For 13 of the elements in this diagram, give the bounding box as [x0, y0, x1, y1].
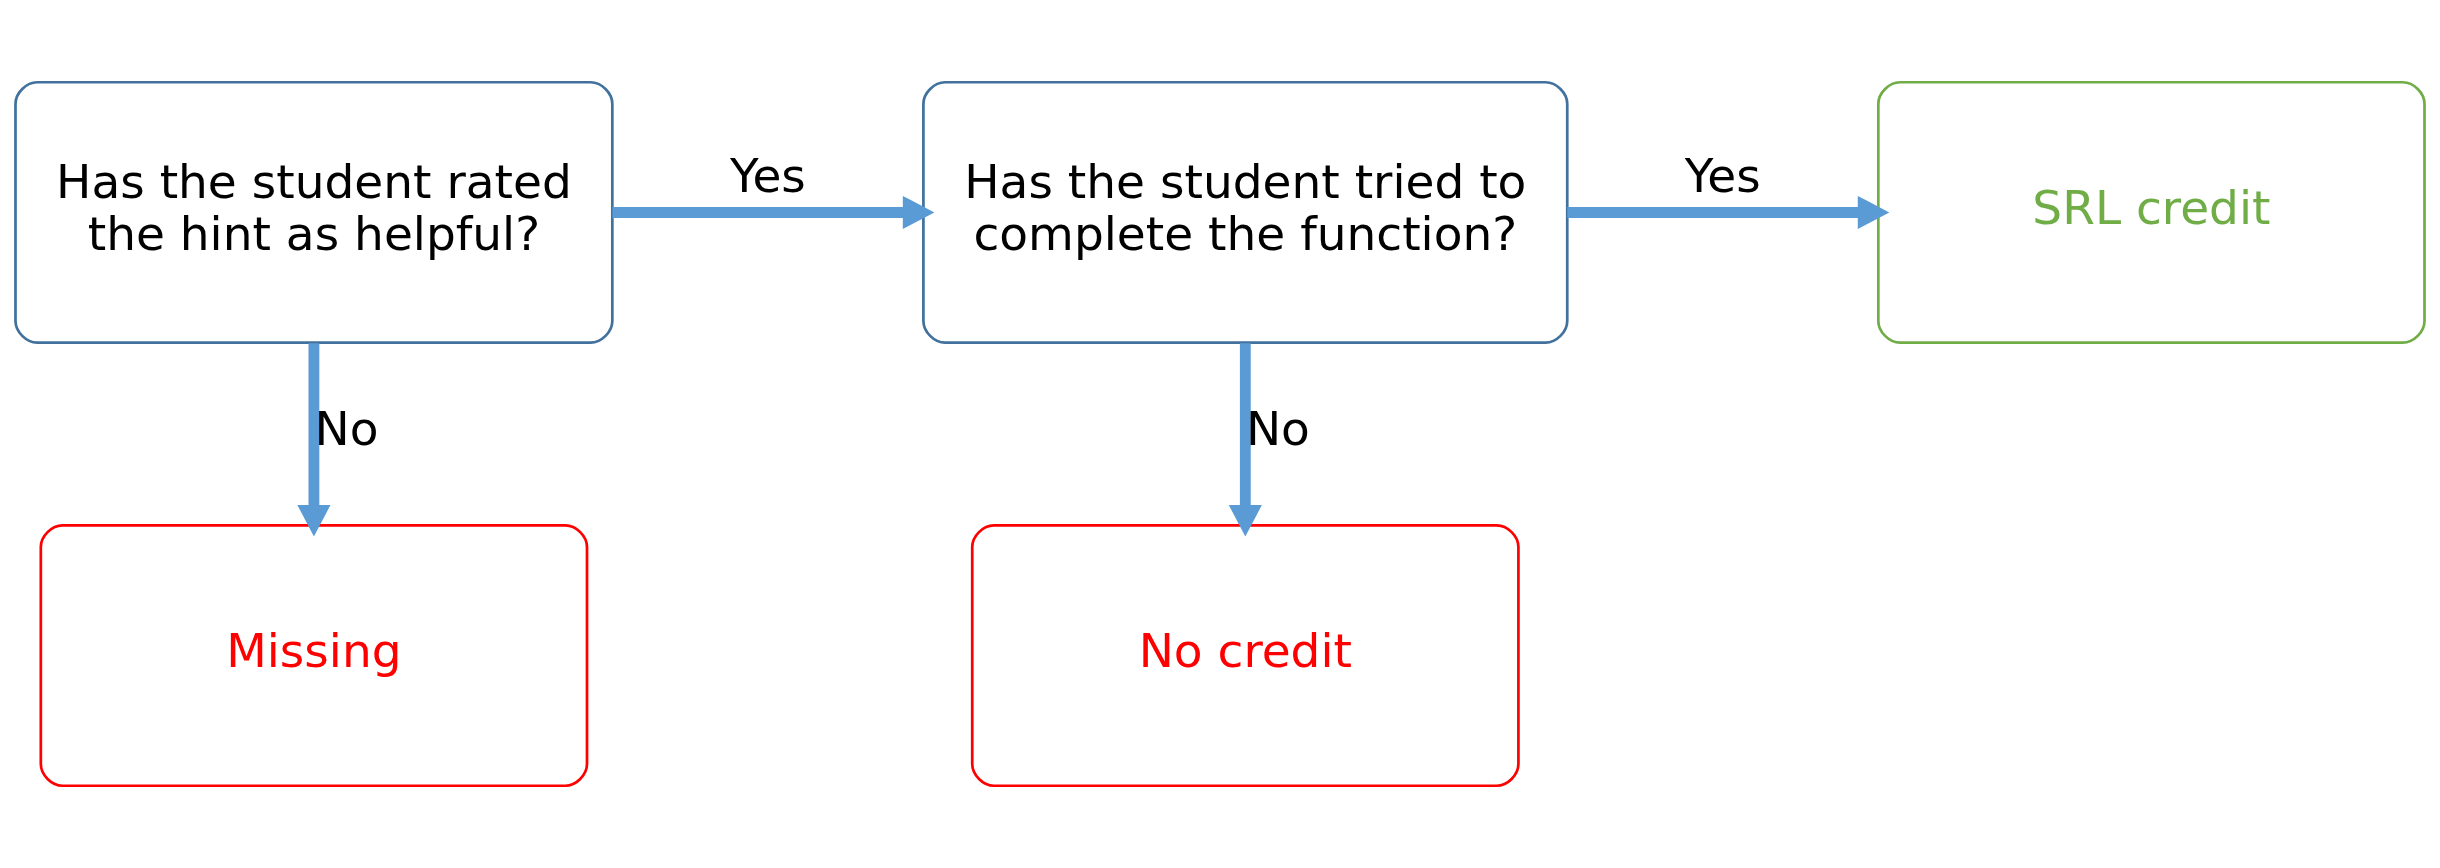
node-box: SRL credit [1876, 80, 2426, 345]
edge-label: Yes [1684, 148, 1761, 204]
edge-label: No [1245, 401, 1310, 457]
arrow [612, 195, 935, 230]
node-box: Has the student tried to complete the function? [922, 80, 1569, 345]
edge-label: No [314, 401, 379, 457]
node-box: Has the student rated the hint as helpful? [14, 80, 614, 345]
arrow [1567, 195, 1890, 230]
node-box: No credit [970, 523, 1520, 788]
arrow [1228, 343, 1262, 537]
node-box: Missing [39, 523, 589, 788]
edge-label: Yes [729, 148, 806, 204]
arrow [297, 343, 331, 537]
